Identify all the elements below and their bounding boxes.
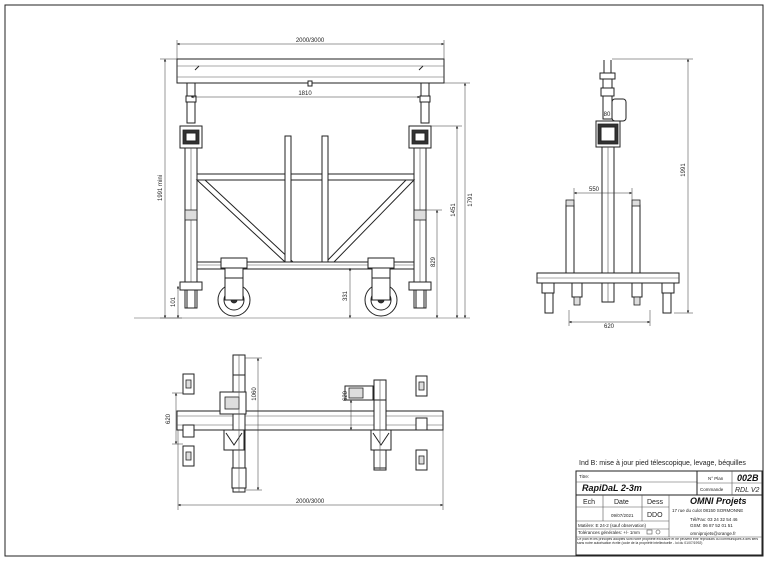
dim-front-width: 2000/3000 [296, 38, 325, 44]
front-view [176, 58, 445, 317]
company-address: 17 rue du culot 08150 SORMONNE [672, 508, 743, 513]
dim-top-620-right: 620 [343, 390, 349, 401]
dim-top-620-left: 620 [166, 413, 172, 424]
matiere: Matière: E 24-2 (sauf observation) [578, 523, 647, 528]
commande-label: Commande [700, 487, 724, 492]
front-dimension-labels: 2000/3000 1810 1991 mini 101 1791 1451 8… [158, 38, 474, 307]
dess-label: Dess [647, 499, 663, 506]
ech-label: Ech [583, 499, 595, 506]
top-dimensions: 620 620 1060 2000/3000 [166, 357, 444, 510]
revision-note: Ind B: mise à jour pied télescopique, le… [579, 460, 746, 467]
dim-front-height: 1991 mini [158, 175, 164, 201]
dim-front-101: 101 [171, 296, 177, 307]
date-value: 09/07/2021 [611, 513, 634, 518]
dim-front-1451: 1451 [451, 203, 457, 217]
dim-front-331: 331 [343, 290, 349, 301]
projection-symbol-circle [655, 529, 661, 535]
company-email: omniprojets@orange.fr [690, 531, 736, 536]
side-dimensions: 550 620 1991 [568, 58, 693, 330]
dim-front-829: 829 [431, 256, 437, 267]
company-gsm: GSM: 06 87 52 01 51 [690, 523, 733, 528]
date-label: Date [614, 499, 629, 506]
dim-side-550: 550 [589, 187, 600, 193]
projection-symbol [646, 529, 653, 535]
dim-side-620: 620 [604, 324, 615, 330]
title-block: Titre: RapiDaL 2-3m N° Plan 002B Command… [575, 470, 763, 556]
company-name: OMNI Projets [690, 496, 747, 506]
dim-top-1060: 1060 [252, 387, 258, 401]
front-dimensions [134, 40, 470, 319]
no-plan-value: 002B [737, 473, 759, 483]
tolerances: Tolérances générales: +/- 1mm [578, 530, 640, 535]
side-view: 80 [536, 60, 680, 314]
dim-top-width: 2000/3000 [296, 499, 325, 505]
side-label-80: 80 [604, 112, 611, 118]
legal-notice: Ce plan et les principes adoptés sont no… [577, 538, 759, 545]
dim-front-1791: 1791 [468, 193, 474, 207]
company-tel: Tél/Fax: 03 24 32 54 46 [690, 517, 738, 522]
dim-front-inner: 1810 [298, 91, 312, 97]
top-view [176, 354, 444, 493]
sheet-border [4, 4, 764, 557]
dess-value: DDO [647, 512, 663, 519]
commande-value: RDL V2 [735, 487, 759, 494]
no-plan-label: N° Plan [708, 476, 724, 481]
drawing-title: RapiDaL 2-3m [582, 483, 642, 493]
dim-side-1991: 1991 [681, 163, 687, 177]
title-label: Titre: [579, 474, 589, 479]
